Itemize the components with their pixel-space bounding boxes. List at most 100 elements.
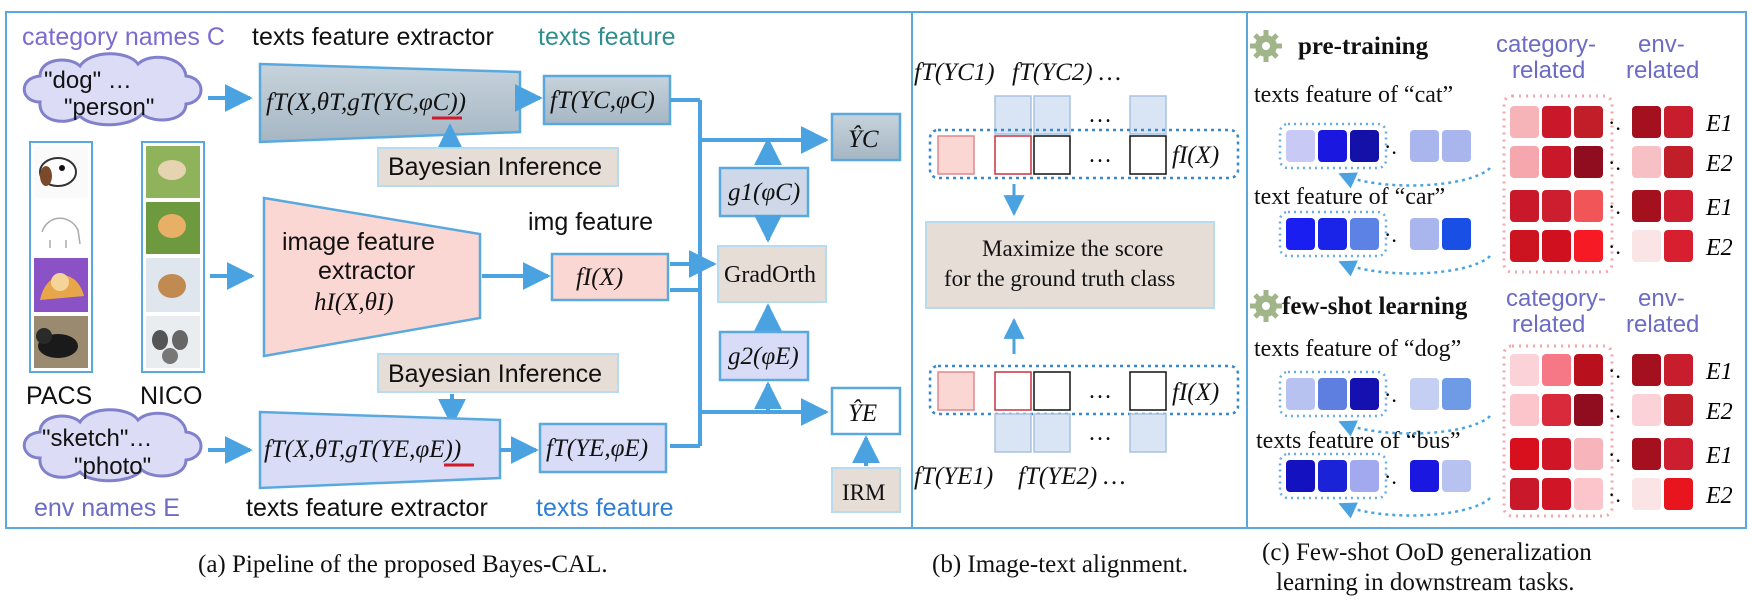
pacs-thumbnails bbox=[29, 141, 93, 373]
heatmap-cell bbox=[1510, 438, 1539, 470]
env-names-label: env names E bbox=[34, 494, 180, 522]
heatmap-cell bbox=[1574, 146, 1603, 178]
heatmap-cell bbox=[1542, 190, 1571, 222]
panel-b: fT(YC1) fT(YC2) … … … fI(X) Maximize the… bbox=[914, 59, 1240, 490]
bus-text: texts feature of “bus” bbox=[1256, 428, 1461, 454]
nico-label: NICO bbox=[140, 382, 203, 410]
b-fi-top: fI(X) bbox=[1172, 142, 1219, 169]
heatmap-cell bbox=[1632, 438, 1661, 470]
env-related-l2-bottom: related bbox=[1626, 311, 1699, 338]
pink-group-pretraining bbox=[1502, 94, 1614, 274]
b-bottom-label-2: fT(YE2) … bbox=[1018, 463, 1126, 490]
heatmap-cell bbox=[1632, 478, 1661, 510]
text-feature-cell bbox=[1318, 460, 1347, 492]
category-related-l2-top: related bbox=[1512, 57, 1585, 84]
cloud-bottom-line1: "sketch"… bbox=[42, 425, 152, 452]
g2: g2(φE) bbox=[728, 343, 799, 370]
text-feature-cell bbox=[1442, 218, 1471, 250]
irm-box bbox=[831, 467, 901, 513]
env-related-l2-top: related bbox=[1626, 57, 1699, 84]
heatmap-cell bbox=[1632, 354, 1661, 386]
maximize-l1: Maximize the score bbox=[982, 236, 1163, 261]
fi-x: fI(X) bbox=[576, 264, 623, 291]
env-label: E1 bbox=[1705, 111, 1733, 137]
heatmap-cell bbox=[1664, 394, 1693, 426]
cloud-bottom-line2: "photo" bbox=[74, 453, 151, 480]
env-label: E1 bbox=[1705, 195, 1733, 221]
heatmap-cell bbox=[1510, 394, 1539, 426]
ft-feature-bottom: fT(YE,φE) bbox=[546, 435, 648, 462]
feedback-arrow bbox=[1338, 497, 1491, 519]
y-c: ŶC bbox=[848, 125, 879, 153]
heatmap-cell bbox=[1664, 190, 1693, 222]
env-related-l1-top: env- bbox=[1638, 31, 1685, 58]
irm: IRM bbox=[842, 480, 885, 505]
ft-feature-top: fT(YC,φC) bbox=[550, 87, 655, 114]
img-feature-label: img feature bbox=[528, 208, 653, 236]
y-e-box bbox=[830, 386, 902, 436]
gradorth-box bbox=[717, 245, 827, 303]
feedback-arrow bbox=[1338, 255, 1491, 277]
text-feature-cell bbox=[1410, 460, 1439, 492]
ft-feature-bottom-box bbox=[538, 422, 668, 474]
heatmap-cell bbox=[1574, 438, 1603, 470]
text-feature-cell bbox=[1410, 218, 1439, 250]
gradorth: GradOrth bbox=[724, 262, 816, 288]
text-feature-dots: ·. bbox=[1384, 134, 1397, 159]
g2-box bbox=[718, 330, 810, 382]
texts-feature-extractor-bottom-label: texts feature extractor bbox=[246, 494, 488, 522]
pacs-label: PACS bbox=[26, 382, 92, 410]
text-feature-cell bbox=[1286, 130, 1315, 162]
env-label: E2 bbox=[1705, 235, 1733, 261]
text-feature-cell bbox=[1350, 218, 1379, 250]
b-bottom-label-1: fT(YE1) bbox=[914, 463, 993, 490]
text-feature-dots: ·. bbox=[1384, 222, 1397, 247]
heatmap-cell bbox=[1574, 190, 1603, 222]
text-feature-cell bbox=[1286, 218, 1315, 250]
heatmap-dots: ·. bbox=[1608, 110, 1621, 135]
b-top-label-2: fT(YC2) … bbox=[1012, 59, 1121, 86]
heatmap-dots: ·. bbox=[1608, 482, 1621, 507]
g1-box bbox=[718, 166, 810, 218]
panel-a: category names C texts feature extractor… bbox=[22, 23, 902, 522]
texts-feature-extractor-top-label: texts feature extractor bbox=[252, 23, 494, 51]
heatmap-cell bbox=[1664, 230, 1693, 262]
env-cloud: "sketch"… "photo" bbox=[22, 408, 203, 483]
g1: g1(φC) bbox=[728, 179, 800, 206]
cloud-top-line2: "person" bbox=[64, 94, 154, 121]
text-extractor-bottom bbox=[258, 410, 502, 490]
texts-feature-top-label: texts feature bbox=[538, 23, 676, 51]
text-feature-cell bbox=[1442, 378, 1471, 410]
env-label: E2 bbox=[1705, 399, 1733, 425]
text-feature-cell bbox=[1350, 460, 1379, 492]
fewshot-heading: few-shot learning bbox=[1282, 293, 1468, 320]
category-related-l1-bottom: category- bbox=[1506, 285, 1606, 312]
text-feature-cell bbox=[1318, 378, 1347, 410]
heatmap-cell bbox=[1542, 354, 1571, 386]
heatmap-cell bbox=[1664, 354, 1693, 386]
heatmap-cell bbox=[1632, 394, 1661, 426]
category-related-l1-top: category- bbox=[1496, 31, 1596, 58]
pink-group-fewshot bbox=[1502, 344, 1614, 518]
env-label: E1 bbox=[1705, 359, 1733, 385]
text-feature-cell bbox=[1442, 130, 1471, 162]
heatmap-cell bbox=[1510, 230, 1539, 262]
env-label: E2 bbox=[1705, 151, 1733, 177]
heatmap-cell bbox=[1664, 478, 1693, 510]
heatmap-cell bbox=[1632, 190, 1661, 222]
heatmap-cell bbox=[1574, 354, 1603, 386]
maximize-l2: for the ground truth class bbox=[944, 266, 1175, 291]
text-feature-cell bbox=[1410, 130, 1439, 162]
heatmap-cell bbox=[1632, 146, 1661, 178]
maximize-box bbox=[925, 221, 1215, 309]
text-feature-cell bbox=[1286, 460, 1315, 492]
env-label: E1 bbox=[1705, 443, 1733, 469]
category-related-l2-bottom: related bbox=[1512, 311, 1585, 338]
text-feature-cell bbox=[1286, 378, 1315, 410]
b-ellipsis-3: … bbox=[1088, 378, 1112, 404]
text-feature-dots: ·. bbox=[1384, 382, 1397, 407]
heatmap-cell bbox=[1632, 106, 1661, 138]
b-fi-bottom: fI(X) bbox=[1172, 379, 1219, 406]
bayes-bottom: Bayesian Inference bbox=[388, 360, 602, 388]
text-feature-outline bbox=[1278, 370, 1388, 418]
